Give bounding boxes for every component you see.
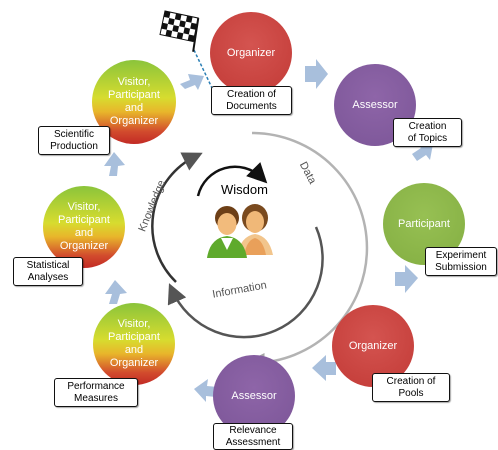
label-creation-of-topics: Creation of Topics: [393, 118, 462, 147]
label-relevance-assessment: Relevance Assessment: [213, 423, 293, 450]
node-role: Organizer: [348, 339, 398, 352]
flow-arrow-7: [104, 152, 125, 176]
node-visitor-statistical: Visitor, Participant and Organizer: [43, 186, 125, 268]
label-statistical-analyses: Statistical Analyses: [13, 257, 83, 286]
node-role: Participant: [398, 217, 450, 230]
label-experiment-submission: Experiment Submission: [425, 247, 497, 276]
flow-arrow-5: [194, 379, 218, 402]
checkered-flag-icon: [159, 10, 200, 52]
wisdom-arc: [196, 162, 268, 197]
information-arc: [167, 226, 324, 339]
label-performance-measures: Performance Measures: [54, 378, 138, 407]
node-role: Visitor, Participant and Organizer: [108, 318, 160, 369]
flow-arrow-8: [180, 74, 204, 90]
node-role: Assessor: [352, 98, 398, 111]
label-scientific-production: Scientific Production: [38, 126, 110, 155]
label-creation-of-pools: Creation of Pools: [372, 373, 450, 402]
data-cycle-arc: [244, 131, 369, 373]
flow-arrow-3: [395, 265, 418, 293]
node-role: Organizer: [226, 46, 276, 59]
flow-arrow-1: [305, 59, 328, 89]
flag-dashed-line: [193, 49, 213, 89]
node-role: Visitor, Participant and Organizer: [108, 76, 160, 127]
flow-arrows: [104, 59, 433, 402]
flow-arrow-2: [412, 143, 433, 161]
flow-arrow-4: [312, 355, 336, 381]
node-role: Assessor: [231, 389, 277, 402]
node-organizer-documents: Organizer: [210, 12, 292, 94]
node-role: Visitor, Participant and Organizer: [58, 201, 110, 252]
knowledge-arc: [151, 152, 203, 283]
flow-arrow-6: [105, 280, 127, 304]
people-icon: [207, 204, 273, 258]
label-creation-of-documents: Creation of Documents: [211, 86, 292, 115]
node-visitor-performance: Visitor, Participant and Organizer: [93, 303, 175, 385]
wisdom-label: Wisdom: [221, 182, 268, 197]
